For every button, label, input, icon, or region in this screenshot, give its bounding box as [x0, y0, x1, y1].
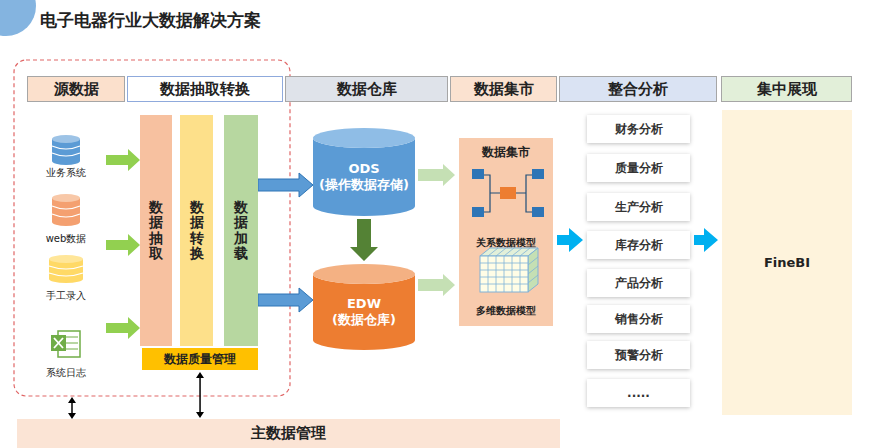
title-text: 电子电器行业大数据解决方案: [40, 9, 261, 32]
node-label: ODS: [348, 161, 379, 176]
web-data-icon: [52, 194, 80, 226]
node-label: EDW: [347, 296, 381, 311]
node-label: 数据加载: [234, 200, 248, 262]
multidimensional-model-icon: [480, 248, 538, 292]
node-label: 关系数据模型: [476, 236, 536, 250]
manual-entry-icon: [49, 255, 83, 283]
node-label: web数据: [46, 232, 87, 246]
corner-decoration: [0, 0, 36, 36]
node-label: .....: [627, 386, 650, 400]
display-panel: FineBI: [722, 110, 852, 415]
node-label: 数据抽取转换: [160, 80, 250, 99]
flow-arrow: [196, 372, 204, 418]
node-label: 源数据: [54, 80, 99, 99]
database-cylinder: EDW(数据仓库): [313, 264, 415, 350]
master-data-band: 主数据管理: [17, 419, 560, 448]
node-label: 数据抽取: [149, 200, 163, 262]
node-label: 质量分析: [615, 160, 663, 177]
node-label: 数据仓库: [337, 80, 397, 99]
column-header: 整合分析: [559, 76, 717, 102]
flow-arrow: [694, 228, 718, 252]
source-item: web数据: [34, 192, 98, 248]
flow-arrow: [258, 288, 313, 312]
analysis-item: .....: [587, 379, 690, 407]
etl-step: 数据转换: [180, 115, 213, 346]
data-mart-box: 数据集市关系数据模型多维数据模型: [459, 138, 553, 326]
node-label: 产品分析: [615, 275, 663, 292]
node-label: (数据仓库): [332, 311, 396, 329]
etl-step: 数据加载: [224, 115, 258, 346]
master-data-link: [68, 397, 76, 419]
flow-arrow: [106, 149, 140, 171]
flow-arrow: [350, 219, 378, 261]
node-label: 多维数据模型: [476, 304, 536, 318]
node-label: 数据集市: [482, 144, 530, 161]
node-label: 库存分析: [615, 237, 663, 254]
node-label: FineBI: [764, 255, 810, 270]
column-header: 数据仓库: [285, 76, 448, 102]
node-label: (操作数据存储): [319, 176, 409, 194]
flow-arrow: [418, 164, 455, 186]
quality-bar: 数据质量管理: [142, 348, 258, 370]
database-cylinder: ODS(操作数据存储): [313, 128, 415, 216]
node-label: 数据质量管理: [164, 351, 236, 368]
column-header: 数据集市: [450, 76, 557, 102]
source-item: 手工录入: [34, 253, 98, 305]
node-label: 生产分析: [615, 199, 663, 216]
spreadsheet-icon: [51, 331, 80, 357]
column-header: 数据抽取转换: [127, 76, 283, 102]
node-label: 整合分析: [608, 80, 668, 99]
flow-arrow: [106, 234, 140, 256]
database-icon: [52, 135, 80, 165]
node-label: 系统日志: [46, 366, 86, 380]
node-label: 手工录入: [46, 289, 86, 303]
relational-model-icon: [472, 169, 544, 217]
analysis-item: 财务分析: [587, 115, 690, 143]
flow-arrow: [106, 317, 140, 339]
etl-region-outline: [14, 60, 290, 396]
column-header: 集中展现: [721, 76, 852, 102]
node-label: 数据转换: [190, 200, 204, 262]
node-label: 预警分析: [615, 347, 663, 364]
flow-arrow: [418, 274, 455, 296]
column-header: 源数据: [27, 76, 125, 102]
analysis-item: 销售分析: [587, 305, 690, 333]
flow-arrow: [557, 228, 583, 252]
diagram-title: 电子电器行业大数据解决方案: [40, 9, 261, 32]
etl-step: 数据抽取: [140, 115, 172, 346]
analysis-item: 预警分析: [587, 341, 690, 369]
analysis-item: 库存分析: [587, 231, 690, 259]
node-label: 数据集市: [474, 80, 534, 99]
flow-arrow: [258, 173, 313, 197]
node-label: 财务分析: [615, 121, 663, 138]
analysis-item: 生产分析: [587, 193, 690, 221]
source-item: 系统日志: [34, 326, 98, 380]
analysis-item: 产品分析: [587, 269, 690, 297]
analysis-item: 质量分析: [587, 154, 690, 182]
node-label: 业务系统: [46, 166, 86, 180]
node-label: 主数据管理: [251, 424, 326, 443]
node-label: 集中展现: [757, 80, 817, 99]
node-label: 销售分析: [615, 311, 663, 328]
source-item: 业务系统: [34, 132, 98, 180]
